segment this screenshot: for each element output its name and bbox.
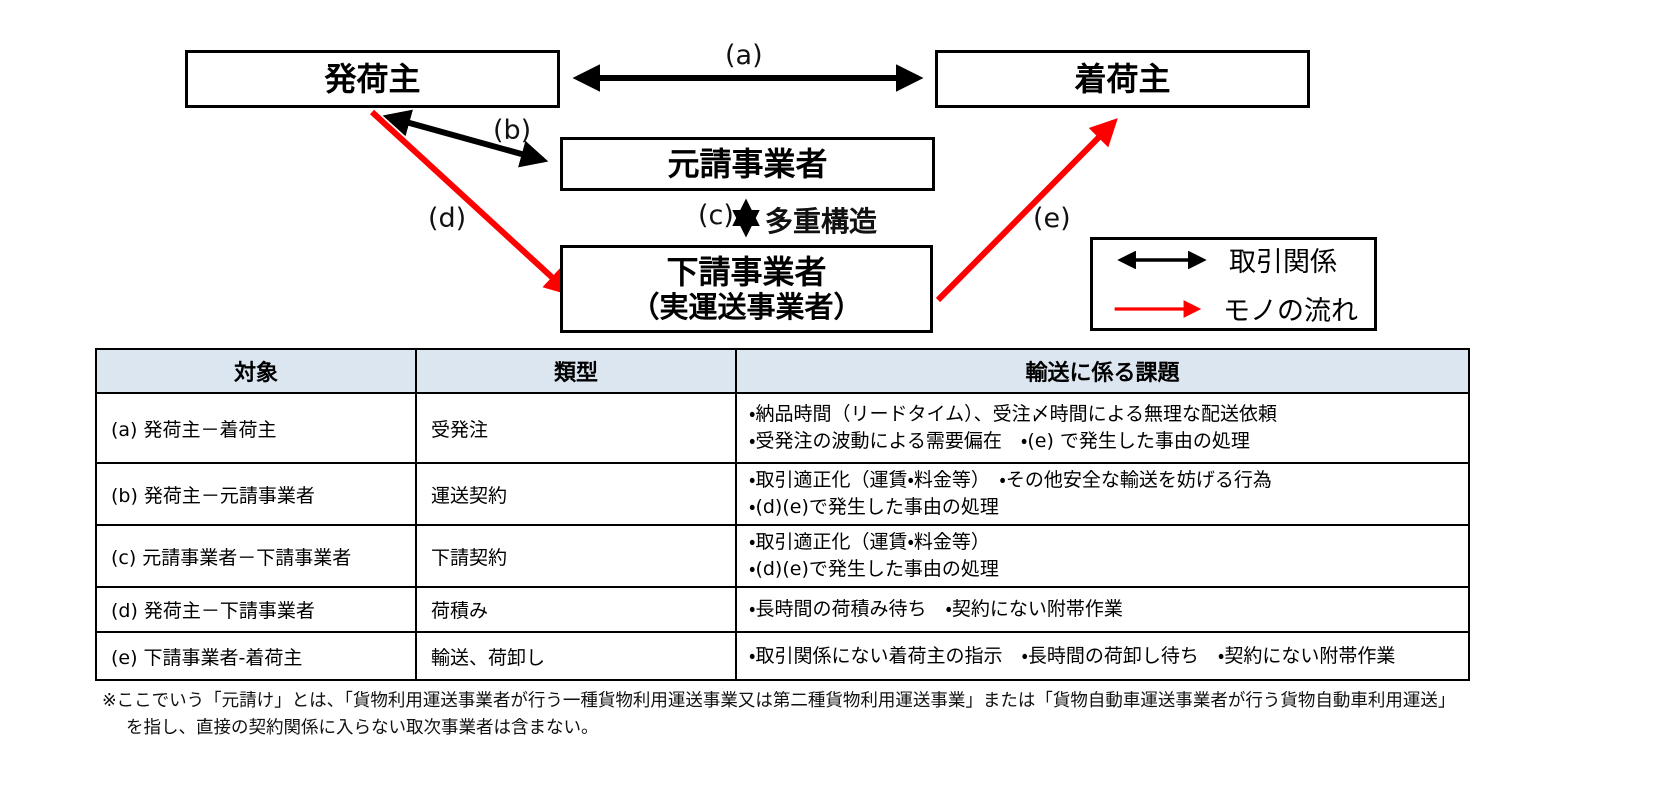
legend-row-trade-relation: 取引関係: [1109, 240, 1358, 279]
edge-label-e: (e): [1033, 203, 1071, 234]
row-d-issues: ・長時間の荷積み待ち ・契約にない附帯作業: [735, 586, 1470, 633]
box-consignee: 着荷主: [935, 50, 1310, 108]
transport-issues-table: 対象 類型 輸送に係る課題 (a) 発荷主－着荷主 受発注 ・納品時間（リードタ…: [95, 348, 1470, 681]
row-e-target: (e) 下請事業者-着荷主: [95, 631, 417, 681]
box-subcontractor: 下請事業者 （実運送事業者）: [560, 245, 933, 333]
legend-trade-relation-label: 取引関係: [1229, 247, 1337, 278]
table-row: (a) 発荷主－着荷主 受発注 ・納品時間（リードタイム）、受注〆時間による無理…: [95, 392, 1470, 464]
table-row: (d) 発荷主－下請事業者 荷積み ・長時間の荷積み待ち ・契約にない附帯作業: [95, 586, 1470, 633]
row-d-type: 荷積み: [415, 586, 737, 633]
table-row: (c) 元請事業者－下請事業者 下請契約 ・取引適正化（運賃・料金等） ・(d)…: [95, 524, 1470, 588]
box-subcontractor-label-line1: 下請事業者: [666, 252, 827, 291]
row-c-type: 下請契約: [415, 524, 737, 588]
box-shipper: 発荷主: [185, 50, 560, 108]
arrow-d-goods-flow: [369, 109, 573, 296]
row-d-target: (d) 発荷主－下請事業者: [95, 586, 417, 633]
row-a-type: 受発注: [415, 392, 737, 464]
legend-row-goods-flow: モノの流れ: [1109, 289, 1358, 328]
header-type: 類型: [415, 348, 737, 394]
edge-label-a: (a): [725, 40, 763, 71]
row-b-issues: ・取引適正化（運賃・料金等） ・その他安全な輸送を妨げる行為 ・(d)(e)で発…: [735, 462, 1470, 526]
row-b-type: 運送契約: [415, 462, 737, 526]
legend-box: 取引関係 モノの流れ: [1090, 237, 1377, 331]
row-b-target: (b) 発荷主－元請事業者: [95, 462, 417, 526]
row-e-issues: ・取引関係にない着荷主の指示 ・長時間の荷卸し待ち ・契約にない附帯作業: [735, 631, 1470, 681]
row-e-type: 輸送、荷卸し: [415, 631, 737, 681]
table-row: (b) 発荷主－元請事業者 運送契約 ・取引適正化（運賃・料金等） ・その他安全…: [95, 462, 1470, 526]
table-row: (e) 下請事業者-着荷主 輸送、荷卸し ・取引関係にない着荷主の指示 ・長時間…: [95, 631, 1470, 681]
edge-label-d: (d): [428, 203, 467, 234]
table-header-row: 対象 類型 輸送に係る課題: [95, 348, 1470, 394]
box-prime-contractor-label: 元請事業者: [667, 144, 828, 183]
row-a-target: (a) 発荷主－着荷主: [95, 392, 417, 464]
red-arrow-icon: [1114, 299, 1202, 318]
row-c-target: (c) 元請事業者－下請事業者: [95, 524, 417, 588]
black-double-arrow-icon: [1117, 250, 1207, 269]
row-c-issues: ・取引適正化（運賃・料金等） ・(d)(e)で発生した事由の処理: [735, 524, 1470, 588]
arrow-e-goods-flow: [935, 118, 1118, 303]
box-prime-contractor: 元請事業者: [560, 137, 935, 191]
edge-label-b: (b): [493, 115, 532, 146]
footnote: ※ここでいう「元請け」とは、「貨物利用運送事業者が行う一種貨物利用運送事業又は第…: [102, 691, 1456, 739]
edge-label-c: (c): [698, 200, 734, 231]
multi-layer-structure-label: 多重構造: [765, 205, 878, 238]
row-a-issues: ・納品時間（リードタイム）、受注〆時間による無理な配送依頼 ・受発注の波動による…: [735, 392, 1470, 464]
header-target: 対象: [95, 348, 417, 394]
header-issues: 輸送に係る課題: [735, 348, 1470, 394]
box-shipper-label: 発荷主: [324, 59, 421, 98]
legend-goods-flow-label: モノの流れ: [1223, 296, 1358, 327]
box-consignee-label: 着荷主: [1074, 59, 1171, 98]
box-subcontractor-label-line2: （実運送事業者）: [630, 289, 863, 324]
